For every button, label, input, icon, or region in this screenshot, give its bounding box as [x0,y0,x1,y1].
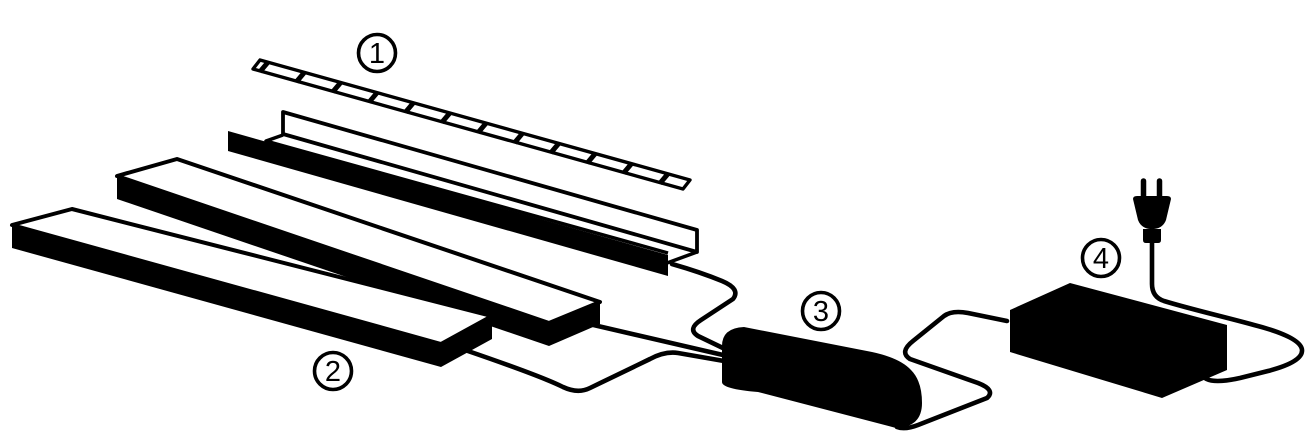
plug-boot-icon [1143,229,1161,243]
callout-3-number: 3 [813,296,829,328]
callout-1-number: 1 [369,38,385,70]
callout-1-circle [356,32,398,74]
flat-profile-middle-end [549,302,600,346]
callout-3-circle [800,290,842,332]
wire-controller-to-power-supply [894,309,1010,431]
mounting-channel [228,110,699,276]
led-strip-body [251,58,692,191]
callout-3: 3 [800,290,842,332]
wire-channel-to-controller [669,261,738,352]
flat-profile-bottom-end [441,316,492,367]
controller-unit [722,327,922,428]
callout-2-circle [312,350,354,392]
callout-4-circle [1080,237,1122,279]
plug-prongs-icon [1140,178,1163,201]
led-strip-segment-dividers [258,60,670,186]
plug-body-icon [1133,196,1171,229]
led-strip [251,58,692,191]
channel-floor-edges [264,133,698,265]
callout-1: 1 [356,32,398,74]
callout-2: 2 [312,350,354,392]
flat-profile-bottom [10,207,494,367]
wire-bottom-profile-to-controller [462,347,727,394]
wire-middle-profile-to-controller [569,317,726,358]
power-supply [1010,283,1227,398]
mains-cable [1149,240,1305,384]
mains-plug [1133,178,1171,243]
callout-4: 4 [1080,237,1122,279]
channel-front-face [228,131,668,276]
flat-profile-bottom-front [12,225,441,367]
callout-2-number: 2 [325,356,341,388]
callout-4-number: 4 [1093,243,1109,275]
